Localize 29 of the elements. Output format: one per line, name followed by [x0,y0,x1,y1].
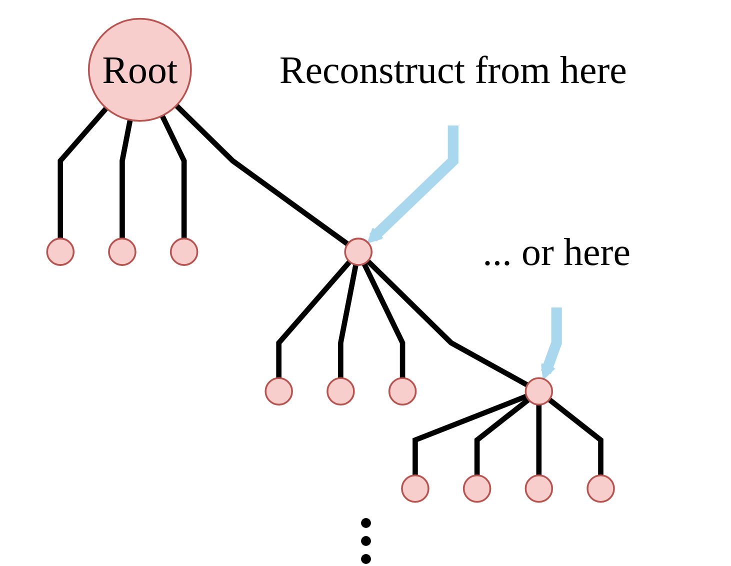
connector [412,394,528,476]
connector [174,104,350,246]
arrow [541,307,562,380]
node-circle [326,377,355,406]
node-circle [586,474,616,503]
connector [548,398,604,476]
node-text: Reconstruct from here [279,48,628,92]
node-circle [401,474,430,503]
node-circle [344,238,373,266]
node-circle [46,238,75,266]
connector [120,119,133,239]
node-circle [264,377,294,406]
connector [474,398,530,476]
node-circle [524,377,554,406]
connector [338,264,359,378]
node-circle [170,238,198,266]
node-circle: Root [88,18,192,122]
connector [160,114,187,239]
node-circle [524,474,554,503]
connector [536,404,542,476]
node-circle [108,238,137,266]
node-circle [388,377,417,406]
connector [362,262,406,378]
node-circle [463,474,492,503]
connector [58,106,108,239]
arrow [367,125,459,244]
connector [366,259,529,388]
node-text: ... or here [482,230,631,274]
connector [276,260,352,378]
